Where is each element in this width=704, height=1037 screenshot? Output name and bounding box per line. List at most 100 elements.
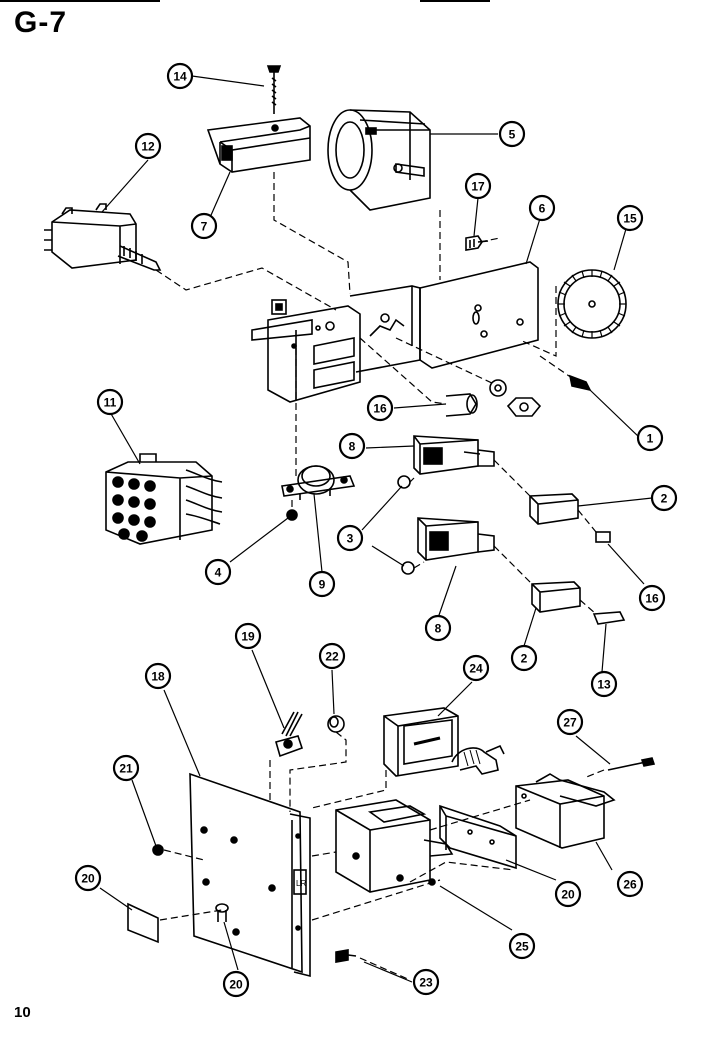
callout-16: 16: [638, 584, 666, 612]
callout-7: 7: [190, 212, 218, 240]
part-washer-nut: [489, 379, 542, 417]
callout-20: 20: [74, 864, 102, 892]
callout-17: 17: [464, 172, 492, 200]
part-fuse-16: [445, 393, 478, 417]
callout-18: 18: [144, 662, 172, 690]
callout-label: 16: [645, 592, 659, 606]
callout-6: 6: [528, 194, 556, 222]
callout-23: 23: [412, 968, 440, 996]
part-screw-1: [568, 374, 592, 392]
callout-9: 9: [308, 570, 336, 598]
part-switch-28: [515, 773, 616, 849]
part-clip-13: [592, 611, 626, 625]
callout-circle: [234, 622, 262, 650]
part-thermostat-9: [281, 465, 356, 500]
part-bracket-6: [349, 261, 539, 373]
callout-14: 14: [166, 62, 194, 90]
callout-circle: [556, 708, 584, 736]
callout-20: 20: [554, 880, 582, 908]
callout-8: 8: [424, 614, 452, 642]
part-plate-18: LR: [189, 772, 311, 978]
part-screw-23: [335, 949, 357, 963]
callout-circle: [510, 644, 538, 672]
callout-4: 4: [204, 558, 232, 586]
section-code: G-7: [14, 6, 68, 39]
callout-24: 24: [462, 654, 490, 682]
part-cover-2-upper: [529, 493, 579, 525]
callout-19: 19: [234, 622, 262, 650]
callout-label: 16: [373, 402, 387, 416]
part-solenoid-24: [383, 707, 505, 777]
part-pin-20: [215, 903, 229, 922]
callout-2: 2: [650, 484, 678, 512]
callout-label: 12: [141, 140, 155, 154]
callout-label: 7: [201, 220, 208, 234]
callout-2: 2: [510, 644, 538, 672]
part-clip-16: [595, 531, 611, 543]
page-number: 10: [14, 1004, 31, 1021]
callout-label: 20: [229, 978, 243, 992]
part-clip-19: [275, 711, 304, 758]
part-connector-11: [105, 453, 223, 545]
callout-15: 15: [616, 204, 644, 232]
part-dial-15: [557, 269, 627, 339]
callout-3: 3: [336, 524, 364, 552]
callout-circle: [462, 654, 490, 682]
callout-circle: [424, 614, 452, 642]
callout-label: 20: [561, 888, 575, 902]
svg-text:LR: LR: [296, 879, 306, 888]
callout-label: 24: [469, 662, 483, 676]
callout-circle: [338, 432, 366, 460]
callout-label: 6: [539, 202, 546, 216]
callout-label: 4: [215, 566, 222, 580]
part-relay-8-upper: [413, 435, 495, 475]
callout-label: 5: [509, 128, 516, 142]
callout-circle: [190, 212, 218, 240]
part-spacer-22: [327, 715, 345, 733]
callout-circle: [616, 204, 644, 232]
callout-circle: [366, 394, 394, 422]
part-screw-4: [286, 509, 298, 521]
part-terminal-block-7: [206, 117, 311, 173]
callout-label: 21: [119, 762, 133, 776]
callout-label: 23: [419, 976, 433, 990]
callout-label: 22: [325, 650, 339, 664]
part-plate-20: [127, 902, 159, 944]
callout-label: 13: [597, 678, 611, 692]
callout-label: 8: [435, 622, 442, 636]
callout-label: 9: [319, 578, 326, 592]
callout-label: 17: [471, 180, 485, 194]
callout-20: 20: [222, 970, 250, 998]
callout-label: 25: [515, 940, 529, 954]
callout-circle: [166, 62, 194, 90]
callout-label: 19: [241, 630, 255, 644]
callout-circle: [144, 662, 172, 690]
callout-circle: [616, 870, 644, 898]
part-timer-motor-5: [327, 109, 431, 211]
callout-label: 3: [347, 532, 354, 546]
top-edge-line: [420, 0, 490, 2]
callout-label: 2: [521, 652, 528, 666]
callout-circle: [528, 194, 556, 222]
callout-circle: [590, 670, 618, 698]
callout-25: 25: [508, 932, 536, 960]
callout-circle: [96, 388, 124, 416]
callout-circle: [112, 754, 140, 782]
part-screw-14: [266, 65, 282, 114]
callout-8: 8: [338, 432, 366, 460]
callout-26: 26: [616, 870, 644, 898]
callout-27: 27: [556, 708, 584, 736]
callout-label: 2: [661, 492, 668, 506]
callout-label: 8: [349, 440, 356, 454]
callout-circle: [508, 932, 536, 960]
part-switch-12: [44, 203, 162, 271]
callout-circle: [336, 524, 364, 552]
callout-circle: [308, 570, 336, 598]
callout-circle: [638, 584, 666, 612]
callout-22: 22: [318, 642, 346, 670]
callout-circle: [464, 172, 492, 200]
part-nut-3-upper: [397, 475, 411, 489]
callout-circle: [318, 642, 346, 670]
callout-circle: [222, 970, 250, 998]
